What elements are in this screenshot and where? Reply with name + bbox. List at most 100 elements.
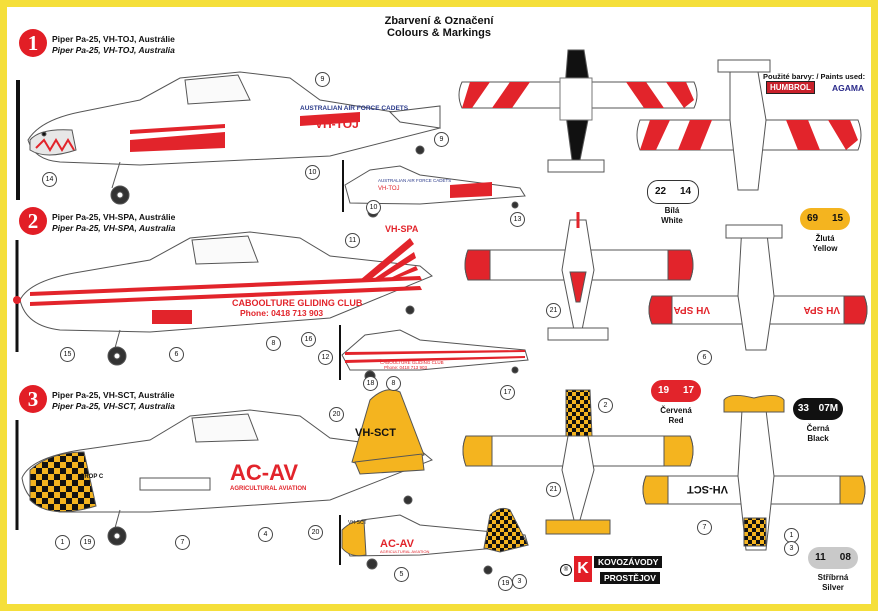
callout: 15 bbox=[60, 347, 75, 362]
paint-silver-agama: 08 bbox=[839, 552, 851, 563]
scheme-3-small-side-view bbox=[339, 507, 529, 575]
scheme-1-top-view bbox=[458, 49, 698, 173]
scheme-2-small-phone: Phone: 0418 713 903 bbox=[384, 365, 428, 370]
scheme-1-registration: VH-TOJ bbox=[315, 117, 359, 131]
registered-mark-icon: ® bbox=[560, 564, 572, 576]
scheme-2-bottom-view bbox=[648, 224, 868, 351]
scheme-1-badge: 1 bbox=[19, 29, 47, 57]
callout: 8 bbox=[386, 376, 401, 391]
callout: 5 bbox=[394, 567, 409, 582]
callout: 6 bbox=[697, 350, 712, 365]
scheme-3-side-view bbox=[15, 389, 433, 546]
scheme-3-bottom-view bbox=[642, 394, 866, 551]
callout: 7 bbox=[697, 520, 712, 535]
callout: 8 bbox=[266, 336, 281, 351]
callout: 19 bbox=[498, 576, 513, 591]
scheme-3-small-registration: VH-SCT bbox=[348, 520, 367, 526]
paint-red-en: Red bbox=[668, 416, 684, 425]
paints-used-label: Použité barvy: / Paints used: bbox=[763, 72, 866, 81]
paint-black-agama: 07M bbox=[818, 403, 839, 414]
maker-line-1: KOVOZÁVODY bbox=[594, 556, 663, 568]
scheme-2-wing-registration-left: VH SPA bbox=[674, 304, 711, 315]
scheme-3-logo-sub: AGRICULTURAL AVIATION bbox=[230, 486, 306, 492]
title-english: Colours & Markings bbox=[387, 27, 491, 39]
scheme-2-badge: 2 bbox=[19, 207, 47, 235]
paint-silver-cz: Stříbrná bbox=[817, 573, 849, 582]
paint-red-agama: 17 bbox=[682, 385, 695, 396]
callout: 20 bbox=[329, 407, 344, 422]
callout: 11 bbox=[345, 233, 360, 248]
paint-white-cz: Bílá bbox=[664, 206, 680, 215]
callout: 4 bbox=[258, 527, 273, 542]
callout: 14 bbox=[42, 172, 57, 187]
callout: 10 bbox=[305, 165, 320, 180]
callout: 1 bbox=[55, 535, 70, 550]
callout: 13 bbox=[510, 212, 525, 227]
scheme-3-registration: VH-SCT bbox=[355, 427, 396, 439]
callout: 16 bbox=[301, 332, 316, 347]
scheme-3-wing-registration: VH-SCT bbox=[687, 483, 728, 495]
callout: 21 bbox=[546, 482, 561, 497]
scheme-1-bottom-view bbox=[636, 59, 862, 191]
callout: 12 bbox=[318, 350, 333, 365]
callout: 6 bbox=[169, 347, 184, 362]
paint-yellow-cz: Žlutá bbox=[815, 234, 835, 243]
scheme-3-badge: 3 bbox=[19, 385, 47, 413]
callout: 19 bbox=[80, 535, 95, 550]
scheme-2-caption-cz: Piper Pa-25, VH-SPA, Austrálie bbox=[52, 212, 176, 222]
paint-yellow-humbrol: 69 bbox=[806, 213, 819, 224]
scheme-2-small-club-name: CABOOLTURE GLIDING CLUB bbox=[380, 360, 444, 365]
scheme-3-small-logo: AC-AV bbox=[380, 538, 415, 550]
scheme-1-caption-en: Piper Pa-25, VH-TOJ, Australia bbox=[52, 45, 175, 55]
paint-chip-yellow: 69 15 bbox=[800, 208, 850, 230]
paint-silver-en: Silver bbox=[822, 583, 844, 592]
scheme-3-caption-cz: Piper Pa-25, VH-SCT, Austrálie bbox=[52, 390, 175, 400]
scheme-1-small-registration: VH-TOJ bbox=[378, 186, 400, 192]
paint-red-humbrol: 19 bbox=[657, 385, 670, 396]
callout: 9 bbox=[315, 72, 330, 87]
scheme-1-fuselage-text: AUSTRALIAN AIR FORCE CADETS bbox=[300, 105, 409, 112]
callout: 7 bbox=[175, 535, 190, 550]
paint-silver-humbrol: 11 bbox=[815, 552, 826, 563]
scheme-2-wing-registration-right: VH SPA bbox=[804, 304, 841, 315]
callout: 17 bbox=[500, 385, 515, 400]
scheme-1-small-fuselage-text: AUSTRALIAN AIR FORCE CADETS bbox=[378, 178, 451, 183]
callout: 10 bbox=[366, 200, 381, 215]
paint-white-agama: 14 bbox=[679, 186, 692, 197]
agama-brand: AGAMA bbox=[832, 83, 865, 93]
paint-black-en: Black bbox=[807, 434, 829, 443]
scheme-2-top-view bbox=[464, 212, 694, 341]
callout: 20 bbox=[308, 525, 323, 540]
scheme-3-crop-text: CROP C bbox=[80, 474, 104, 480]
callout: 3 bbox=[512, 574, 527, 589]
scheme-3-top-view bbox=[462, 389, 694, 535]
scheme-2-caption: Piper Pa-25, VH-SPA, Austrálie Piper Pa-… bbox=[52, 212, 175, 234]
scheme-3-caption: Piper Pa-25, VH-SCT, Austrálie Piper Pa-… bbox=[52, 390, 175, 412]
paint-white-humbrol: 22 bbox=[654, 186, 667, 197]
callout: 2 bbox=[598, 398, 613, 413]
scheme-3-small-logo-sub: AGRICULTURAL AVIATION bbox=[380, 549, 430, 554]
callout: 1 bbox=[784, 528, 799, 543]
callout: 9 bbox=[434, 132, 449, 147]
paint-yellow-agama: 15 bbox=[831, 213, 844, 224]
paint-chip-black: 33 07M bbox=[793, 398, 843, 420]
scheme-3-caption-en: Piper Pa-25, VH-SCT, Australia bbox=[52, 401, 175, 411]
paint-black-humbrol: 33 bbox=[797, 403, 809, 414]
maker-k-mark: K bbox=[574, 556, 592, 582]
scheme-3-logo: AC-AV bbox=[230, 460, 298, 485]
maker-logo: ® K KOVOZÁVODY PROSTĚJOV bbox=[560, 554, 670, 594]
humbrol-brand: HUMBROL bbox=[766, 81, 815, 94]
scheme-2-caption-en: Piper Pa-25, VH-SPA, Australia bbox=[52, 223, 176, 233]
callout: 3 bbox=[784, 541, 799, 556]
paint-yellow-en: Yellow bbox=[812, 244, 838, 253]
title-czech: Zbarvení & Označení bbox=[384, 15, 494, 27]
scheme-2-small-side-view bbox=[339, 325, 529, 382]
scheme-2-registration: VH-SPA bbox=[385, 224, 419, 234]
